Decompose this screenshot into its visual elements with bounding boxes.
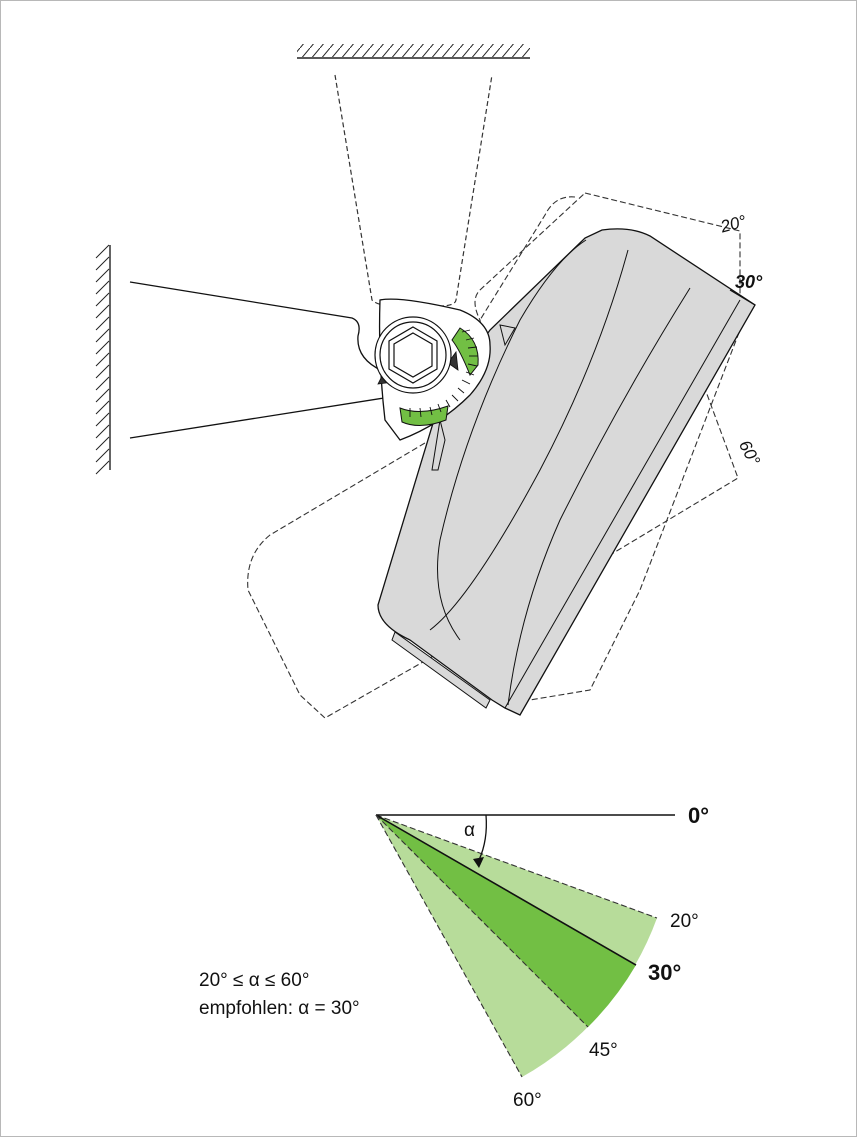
device-outline-20deg (474, 192, 741, 701)
line-45deg (375, 814, 589, 1028)
label-30deg: 30° (648, 960, 681, 985)
alpha-symbol: α (464, 820, 475, 841)
alpha-arrowhead (473, 857, 484, 868)
device-label-60deg: 60° (735, 437, 764, 469)
line-30deg (375, 814, 637, 966)
angle-sector-diagram (375, 814, 675, 1078)
label-60deg: 60° (513, 1090, 542, 1111)
label-20deg: 20° (670, 911, 699, 932)
alpha-arc (478, 814, 487, 861)
device-body-30deg (377, 228, 756, 716)
label-0deg: 0° (688, 803, 709, 828)
wall-mount-surface (95, 244, 111, 475)
hex-nut (374, 316, 452, 394)
label-45deg: 45° (589, 1040, 618, 1061)
range-note: 20° ≤ α ≤ 60° (199, 970, 309, 991)
device-label-20deg: 20° (717, 211, 748, 236)
ceiling-bracket-outline (334, 74, 493, 307)
device-label-30deg: 30° (735, 272, 763, 292)
wall-arm (129, 281, 412, 439)
device-outline-60deg (247, 341, 739, 719)
ceiling-mount-surface (297, 44, 530, 59)
recommended-note: empfohlen: α = 30° (199, 998, 360, 1019)
line-60deg (375, 814, 523, 1078)
line-20deg (375, 814, 658, 919)
